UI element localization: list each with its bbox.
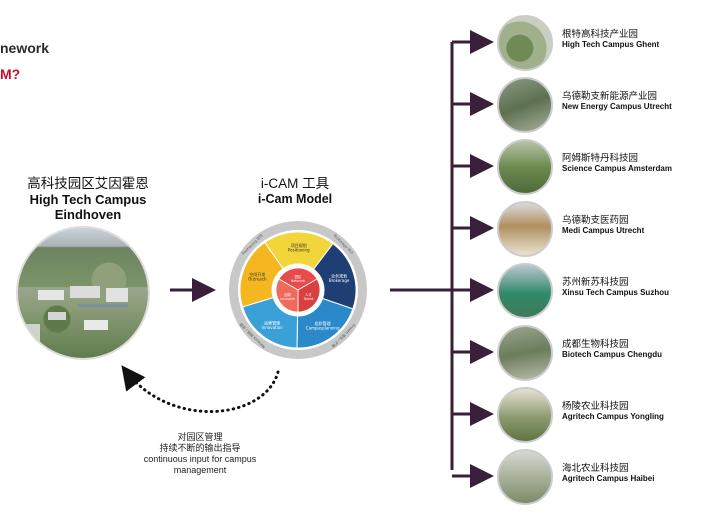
campus-name-en: Agritech Campus Yongling bbox=[562, 412, 664, 421]
campus-photo bbox=[497, 139, 553, 195]
hq-name-en-line2: Eindhoven bbox=[54, 207, 122, 222]
model-title-cn: i-CAM 工具 bbox=[260, 176, 330, 191]
campus-name-cn: 乌德勒支医药园 bbox=[562, 215, 629, 226]
header-fragment-line2: M? bbox=[0, 66, 21, 82]
feedback-line2: 持续不断的输出指导 bbox=[159, 443, 241, 453]
hq-name-cn: 高科技园区艾因霍恩 bbox=[27, 176, 149, 191]
campus-name-en: Agritech Campus Haibei bbox=[562, 474, 655, 483]
campus-name-cn: 杨陵农业科技园 bbox=[562, 401, 629, 412]
feedback-line4: management bbox=[173, 465, 227, 475]
campus-photo bbox=[497, 15, 553, 71]
wheel-inner-segment bbox=[275, 278, 299, 313]
hq-name-en-line1: High Tech Campus bbox=[29, 192, 147, 207]
campus-name-en: Medi Campus Utrecht bbox=[562, 226, 645, 235]
feedback-caption: 对园区管理 持续不断的输出指导 continuous input for cam… bbox=[130, 432, 270, 476]
campus-photo bbox=[497, 263, 553, 319]
hq-campus-photo bbox=[16, 226, 150, 360]
campus-name-cn: 苏州新苏科技园 bbox=[562, 277, 629, 288]
campus-name-cn: 阿姆斯特丹科技园 bbox=[562, 153, 639, 164]
model-title-en: i-Cam Model bbox=[257, 192, 333, 206]
campus-name-en: Biotech Campus Chengdu bbox=[562, 350, 663, 359]
wheel-segment bbox=[239, 241, 284, 308]
campus-name-en: High Tech Campus Ghent bbox=[562, 40, 660, 49]
feedback-dotted-arrow bbox=[121, 365, 280, 414]
feedback-line1: 对园区管理 bbox=[177, 432, 223, 442]
campus-photo bbox=[497, 201, 553, 257]
campus-photo bbox=[497, 387, 553, 443]
model-title-block: i-CAM 工具 i-Cam Model bbox=[240, 176, 350, 207]
campus-name-cn: 成都生物科技园 bbox=[562, 339, 629, 350]
campus-name-en: Xinsu Tech Campus Suzhou bbox=[562, 288, 669, 297]
campus-photo bbox=[497, 325, 553, 381]
feedback-line3: continuous input for campus bbox=[143, 454, 257, 464]
campus-photo bbox=[497, 77, 553, 133]
hq-title-block: 高科技园区艾因霍恩 High Tech Campus Eindhoven bbox=[18, 176, 158, 222]
campus-photo bbox=[497, 449, 553, 505]
campus-name-cn: 乌德勒支新能源产业园 bbox=[562, 91, 658, 102]
campus-name-en: New Energy Campus Utrecht bbox=[562, 102, 672, 111]
campus-name-en: Science Campus Amsterdam bbox=[562, 164, 672, 173]
header-fragment-line1: nework bbox=[0, 40, 50, 56]
campus-name-cn: 海北农业科技园 bbox=[562, 463, 629, 474]
campus-name-cn: 根特高科技产业园 bbox=[562, 29, 639, 40]
